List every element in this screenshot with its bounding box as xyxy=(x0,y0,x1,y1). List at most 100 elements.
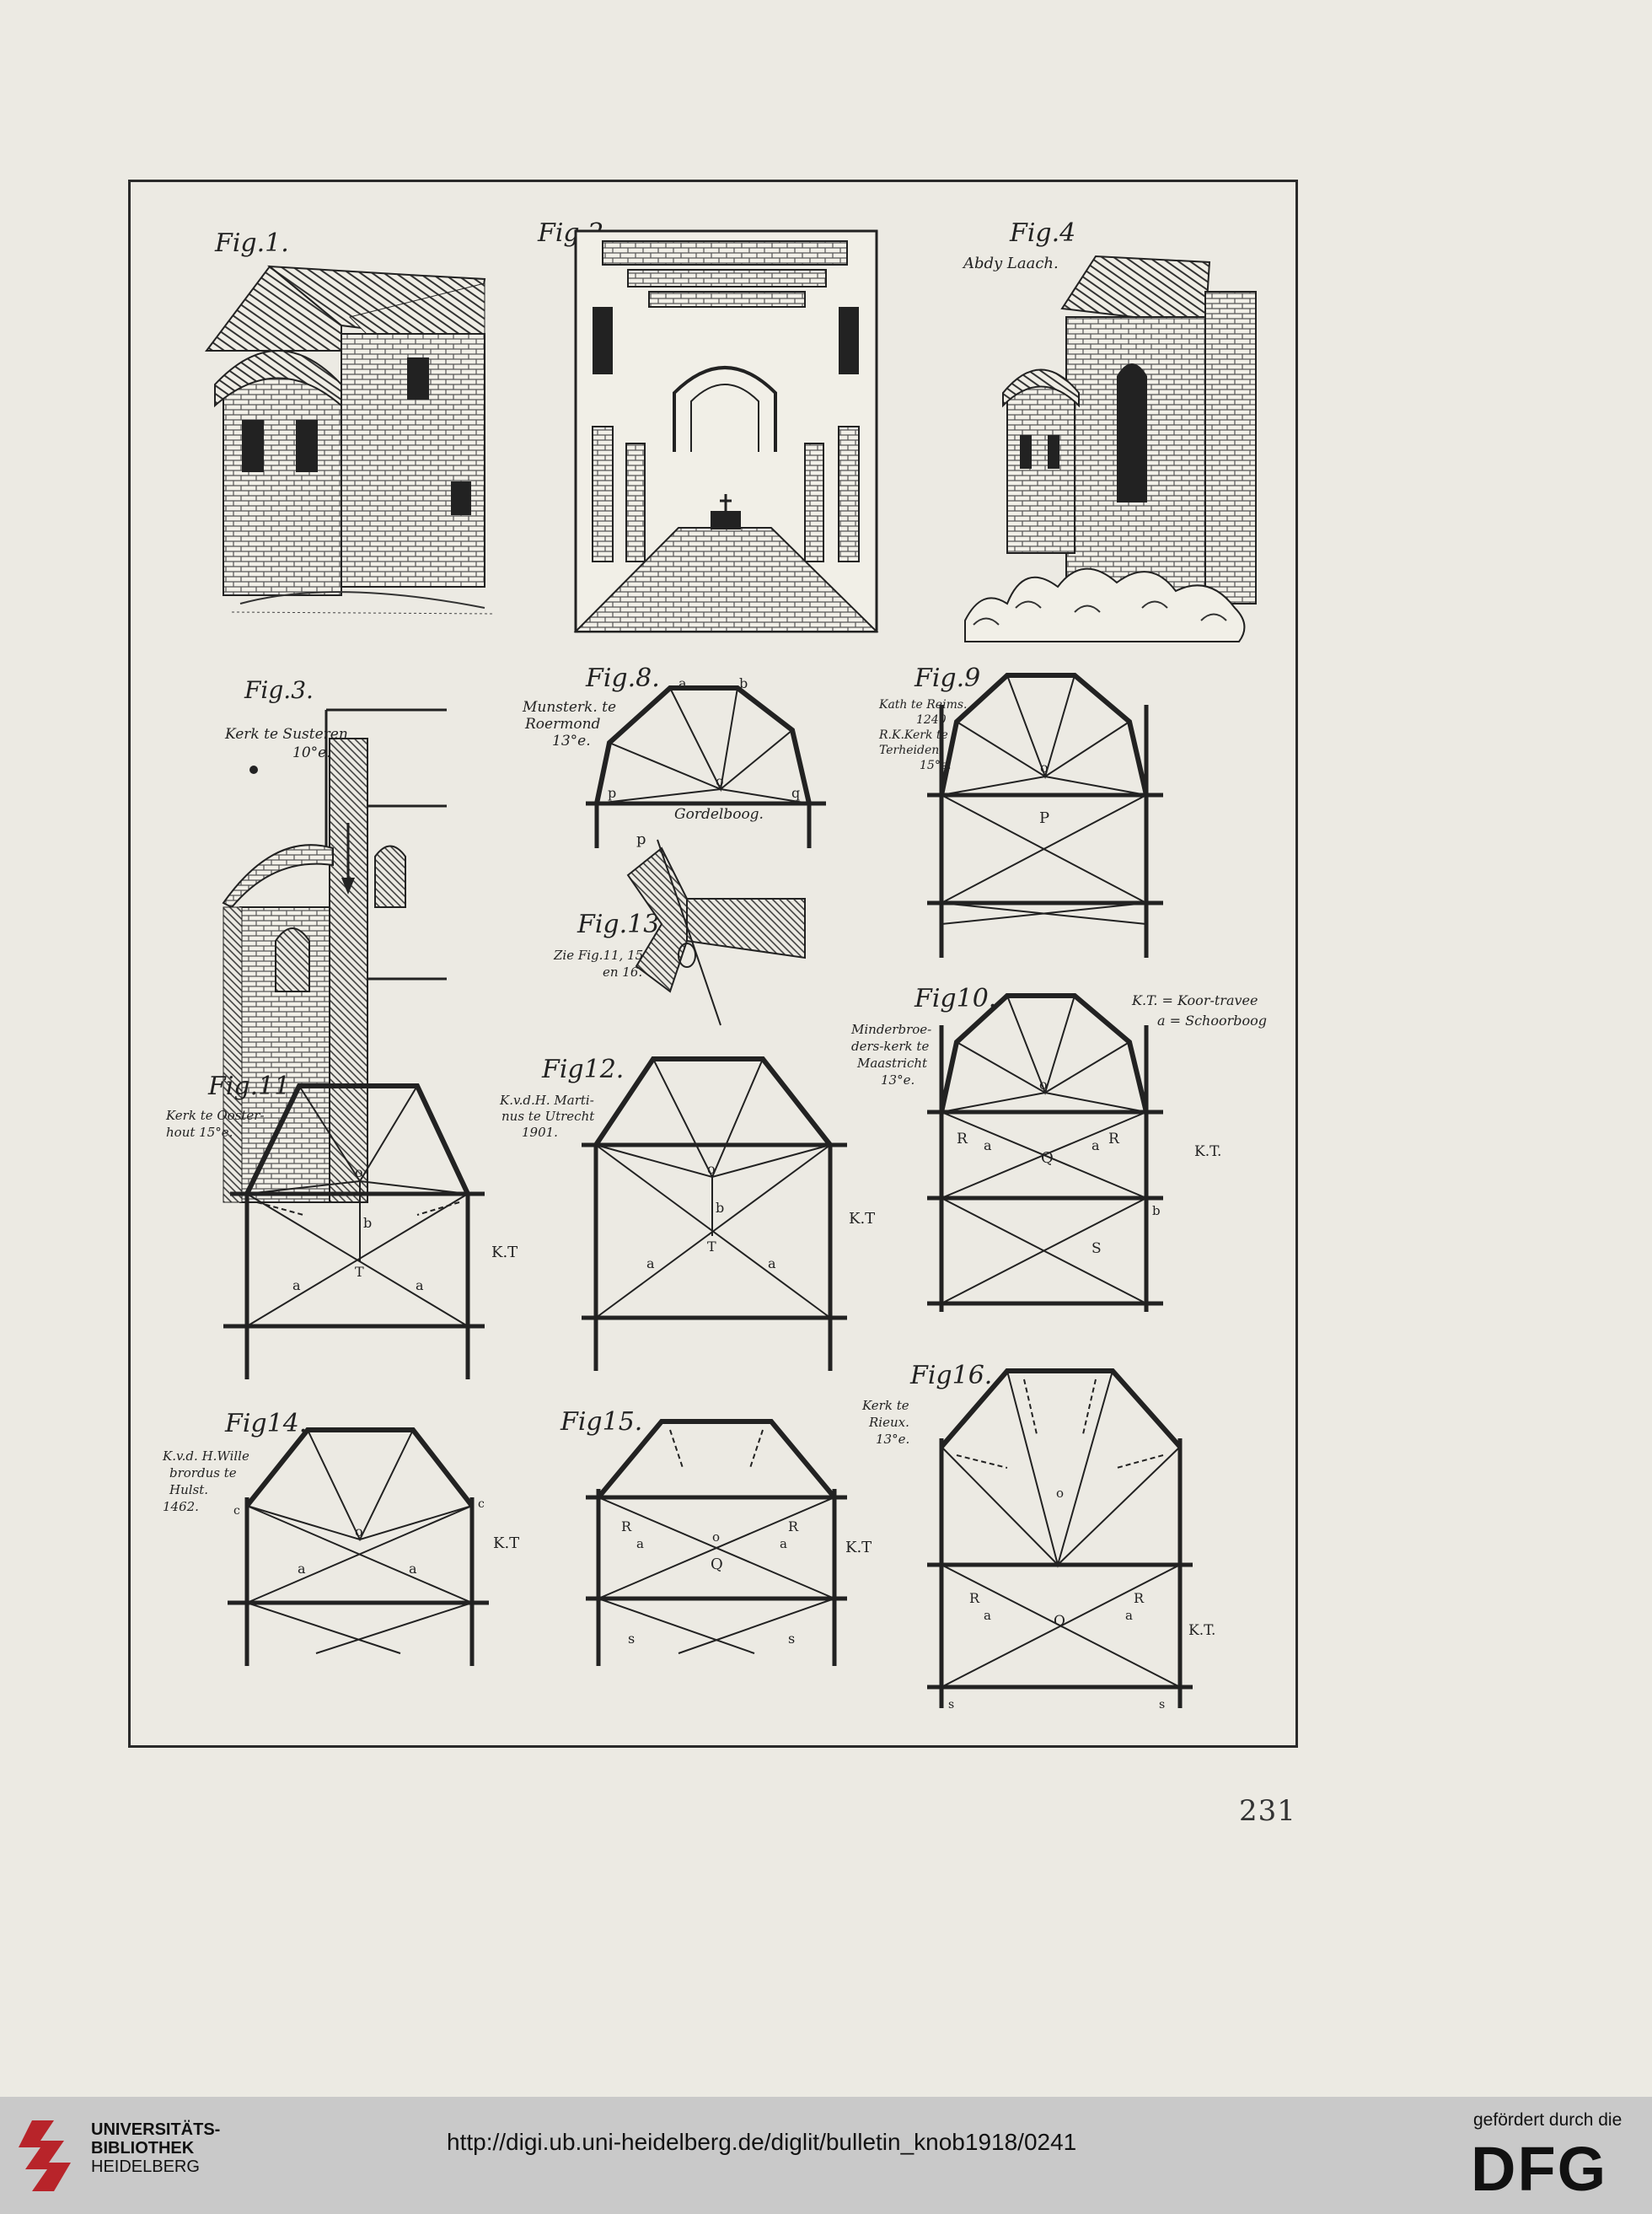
fig12-letter-T: T xyxy=(707,1239,716,1255)
fig9-caption-1: Kath te Reims. xyxy=(878,698,967,712)
fig3-section-drawing: Fig.3. Kerk te Susteren 10°e. xyxy=(222,676,447,1203)
institution-line-1: UNIVERSITÄTS- xyxy=(91,2120,221,2139)
footer-bar: UNIVERSITÄTS- BIBLIOTHEK HEIDELBERG http… xyxy=(0,2097,1652,2214)
fig16-vault-plan: Fig16. Kerk te Rieux. 13°e. o R a Q a R xyxy=(861,1361,1215,1712)
fig8-label: Fig.8. xyxy=(585,664,660,693)
fig10-letter-q: Q xyxy=(1041,1149,1054,1167)
fig8-letter-o: o xyxy=(716,773,724,789)
fig8-gordelboog: Gordelboog. xyxy=(674,806,764,823)
fig15-letter-R-left: R xyxy=(621,1518,632,1534)
fig10-vault-plan: Fig10. K.T. = Koor-travee a = Schoorboog… xyxy=(850,984,1267,1312)
fig11-letter-b: b xyxy=(363,1215,372,1231)
fig12-letter-a-right: a xyxy=(768,1255,776,1271)
fig16-caption-3: 13°e. xyxy=(876,1432,909,1447)
fig11-letter-KT: K.T xyxy=(491,1244,518,1261)
fig10-letter-R-left: R xyxy=(957,1131,968,1147)
fig12-vault-plan: Fig12. K.v.d.H. Marti- nus te Utrecht 19… xyxy=(499,1055,875,1371)
plate-frame: Fig.1. Fig.2 xyxy=(128,180,1298,1748)
fig14-caption-4: 1462. xyxy=(163,1499,199,1514)
fig16-letter-s-left: s xyxy=(948,1698,954,1712)
institution-line-3: HEIDELBERG xyxy=(91,2158,200,2176)
fig13-label: Fig.13. xyxy=(577,910,668,939)
fig11-caption-2: hout 15°e. xyxy=(166,1125,233,1140)
fig10-legend-1: K.T. = Koor-travee xyxy=(1131,992,1258,1008)
fig8-letter-b: b xyxy=(739,675,748,691)
fig10-caption-2: ders-kerk te xyxy=(851,1039,929,1054)
dfg-logo: DFG xyxy=(1471,2134,1608,2204)
fig11-vault-plan: Fig.11. Kerk te Ooster- hout 15°e. o b T… xyxy=(165,1072,518,1379)
fig16-caption-2: Rieux. xyxy=(868,1415,909,1430)
fig14-caption-2: brordus te xyxy=(169,1465,237,1480)
fig10-caption-4: 13°e. xyxy=(881,1072,914,1088)
fig16-letter-s-right: s xyxy=(1159,1698,1165,1712)
fig14-letter-c-right: c xyxy=(478,1497,485,1511)
source-url-link[interactable]: http://digi.ub.uni-heidelberg.de/diglit/… xyxy=(447,2129,1077,2155)
fig10-letter-S: S xyxy=(1092,1240,1102,1257)
fig8-letter-a: a xyxy=(678,675,687,691)
fig9-caption-3: R.K.Kerk te xyxy=(878,728,948,742)
fig9-vault-plan: Fig.9 Kath te Reims. 1240 R.K.Kerk te Te… xyxy=(878,664,1163,958)
fig13-caption-1: Zie Fig.11, 15 xyxy=(553,948,643,963)
fig15-letter-R-right: R xyxy=(788,1518,799,1534)
fig12-letter-a-left: a xyxy=(646,1255,655,1271)
fig14-caption-1: K.v.d. H.Wille xyxy=(162,1448,249,1464)
fig15-letter-s-left: s xyxy=(628,1631,635,1647)
fig15-letter-a-left: a xyxy=(636,1536,644,1551)
fig15-letter-KT: K.T xyxy=(845,1539,872,1556)
fig16-letter-a-right: a xyxy=(1125,1608,1133,1623)
fig13-caption-2: en 16. xyxy=(603,965,642,980)
ub-heidelberg-logo-icon xyxy=(19,2120,71,2191)
fig11-letter-T: T xyxy=(355,1264,364,1280)
fig10-letter-o: o xyxy=(1039,1077,1048,1093)
fig11-caption-1: Kerk te Ooster- xyxy=(165,1108,265,1123)
fig8-letter-q: q xyxy=(791,785,800,801)
fig13-letter-p: p xyxy=(636,830,646,848)
fig16-label: Fig16. xyxy=(909,1361,992,1390)
fig15-letter-s-right: s xyxy=(788,1631,795,1647)
fig16-letter-a-left: a xyxy=(984,1608,991,1623)
fig11-letter-a-right: a xyxy=(416,1277,424,1293)
funded-by-text: gefördert durch die xyxy=(1473,2110,1622,2130)
fig11-label: Fig.11. xyxy=(207,1072,298,1101)
fig14-vault-plan: Fig14. K.v.d. H.Wille brordus te Hulst. … xyxy=(162,1409,519,1666)
fig12-caption-1: K.v.d.H. Marti- xyxy=(499,1093,594,1108)
fig16-caption-1: Kerk te xyxy=(861,1398,909,1413)
fig9-caption-2: 1240 xyxy=(916,713,947,727)
fig15-label: Fig15. xyxy=(560,1407,642,1437)
fig8-caption-1: Munsterk. te xyxy=(522,699,616,716)
fig12-letter-KT: K.T xyxy=(849,1210,875,1228)
fig9-caption-4: Terheiden xyxy=(879,744,939,757)
fig4-abbey-illustration: Fig.4 Abdy Laach. xyxy=(962,218,1257,642)
fig14-letter-c-left: c xyxy=(233,1504,240,1518)
fig14-letter-a-right: a xyxy=(409,1561,417,1577)
fig14-label: Fig14. xyxy=(224,1409,307,1438)
fig12-caption-3: 1901. xyxy=(522,1125,558,1140)
fig8-vault-plan: Fig.8. Munsterk. te Roermond 13°e. a b o… xyxy=(522,664,826,848)
fig3-caption-1: Kerk te Susteren xyxy=(224,726,348,743)
fig16-letter-KT: K.T. xyxy=(1188,1622,1215,1639)
fig2-nave-illustration: Fig.2 xyxy=(537,218,879,633)
fig9-letter-o: o xyxy=(1040,760,1049,776)
fig10-label: Fig10. xyxy=(914,984,996,1013)
fig12-letter-o: o xyxy=(707,1161,716,1177)
fig14-letter-a-left: a xyxy=(298,1561,306,1577)
fig12-letter-b: b xyxy=(716,1200,724,1216)
fig15-letter-a-right: a xyxy=(780,1536,787,1551)
fig13-detail: Fig.13. Zie Fig.11, 15 en 16. p xyxy=(553,830,806,1026)
fig16-letter-o: o xyxy=(1056,1486,1064,1501)
fig10-letter-R-right: R xyxy=(1108,1131,1120,1147)
fig14-caption-3: Hulst. xyxy=(169,1482,208,1497)
fig4-caption: Abdy Laach. xyxy=(962,255,1059,272)
fig8-caption-3: 13°e. xyxy=(552,733,591,750)
fig16-letter-R-left: R xyxy=(969,1590,980,1606)
institution-name: UNIVERSITÄTS- BIBLIOTHEK HEIDELBERG xyxy=(91,2120,220,2176)
fig1-chapel-illustration: Fig.1. xyxy=(205,228,494,615)
fig4-label: Fig.4 xyxy=(1009,218,1075,248)
fig10-legend-2: a = Schoorboog xyxy=(1157,1013,1267,1029)
fig16-letter-R-right: R xyxy=(1134,1590,1145,1606)
fig9-letter-P: P xyxy=(1039,809,1049,827)
page-number: 231 xyxy=(1239,1794,1296,1828)
plate-drawings: Fig.1. Fig.2 xyxy=(162,218,1267,1712)
fig10-letter-b: b xyxy=(1152,1203,1161,1218)
fig12-label: Fig12. xyxy=(541,1055,624,1084)
